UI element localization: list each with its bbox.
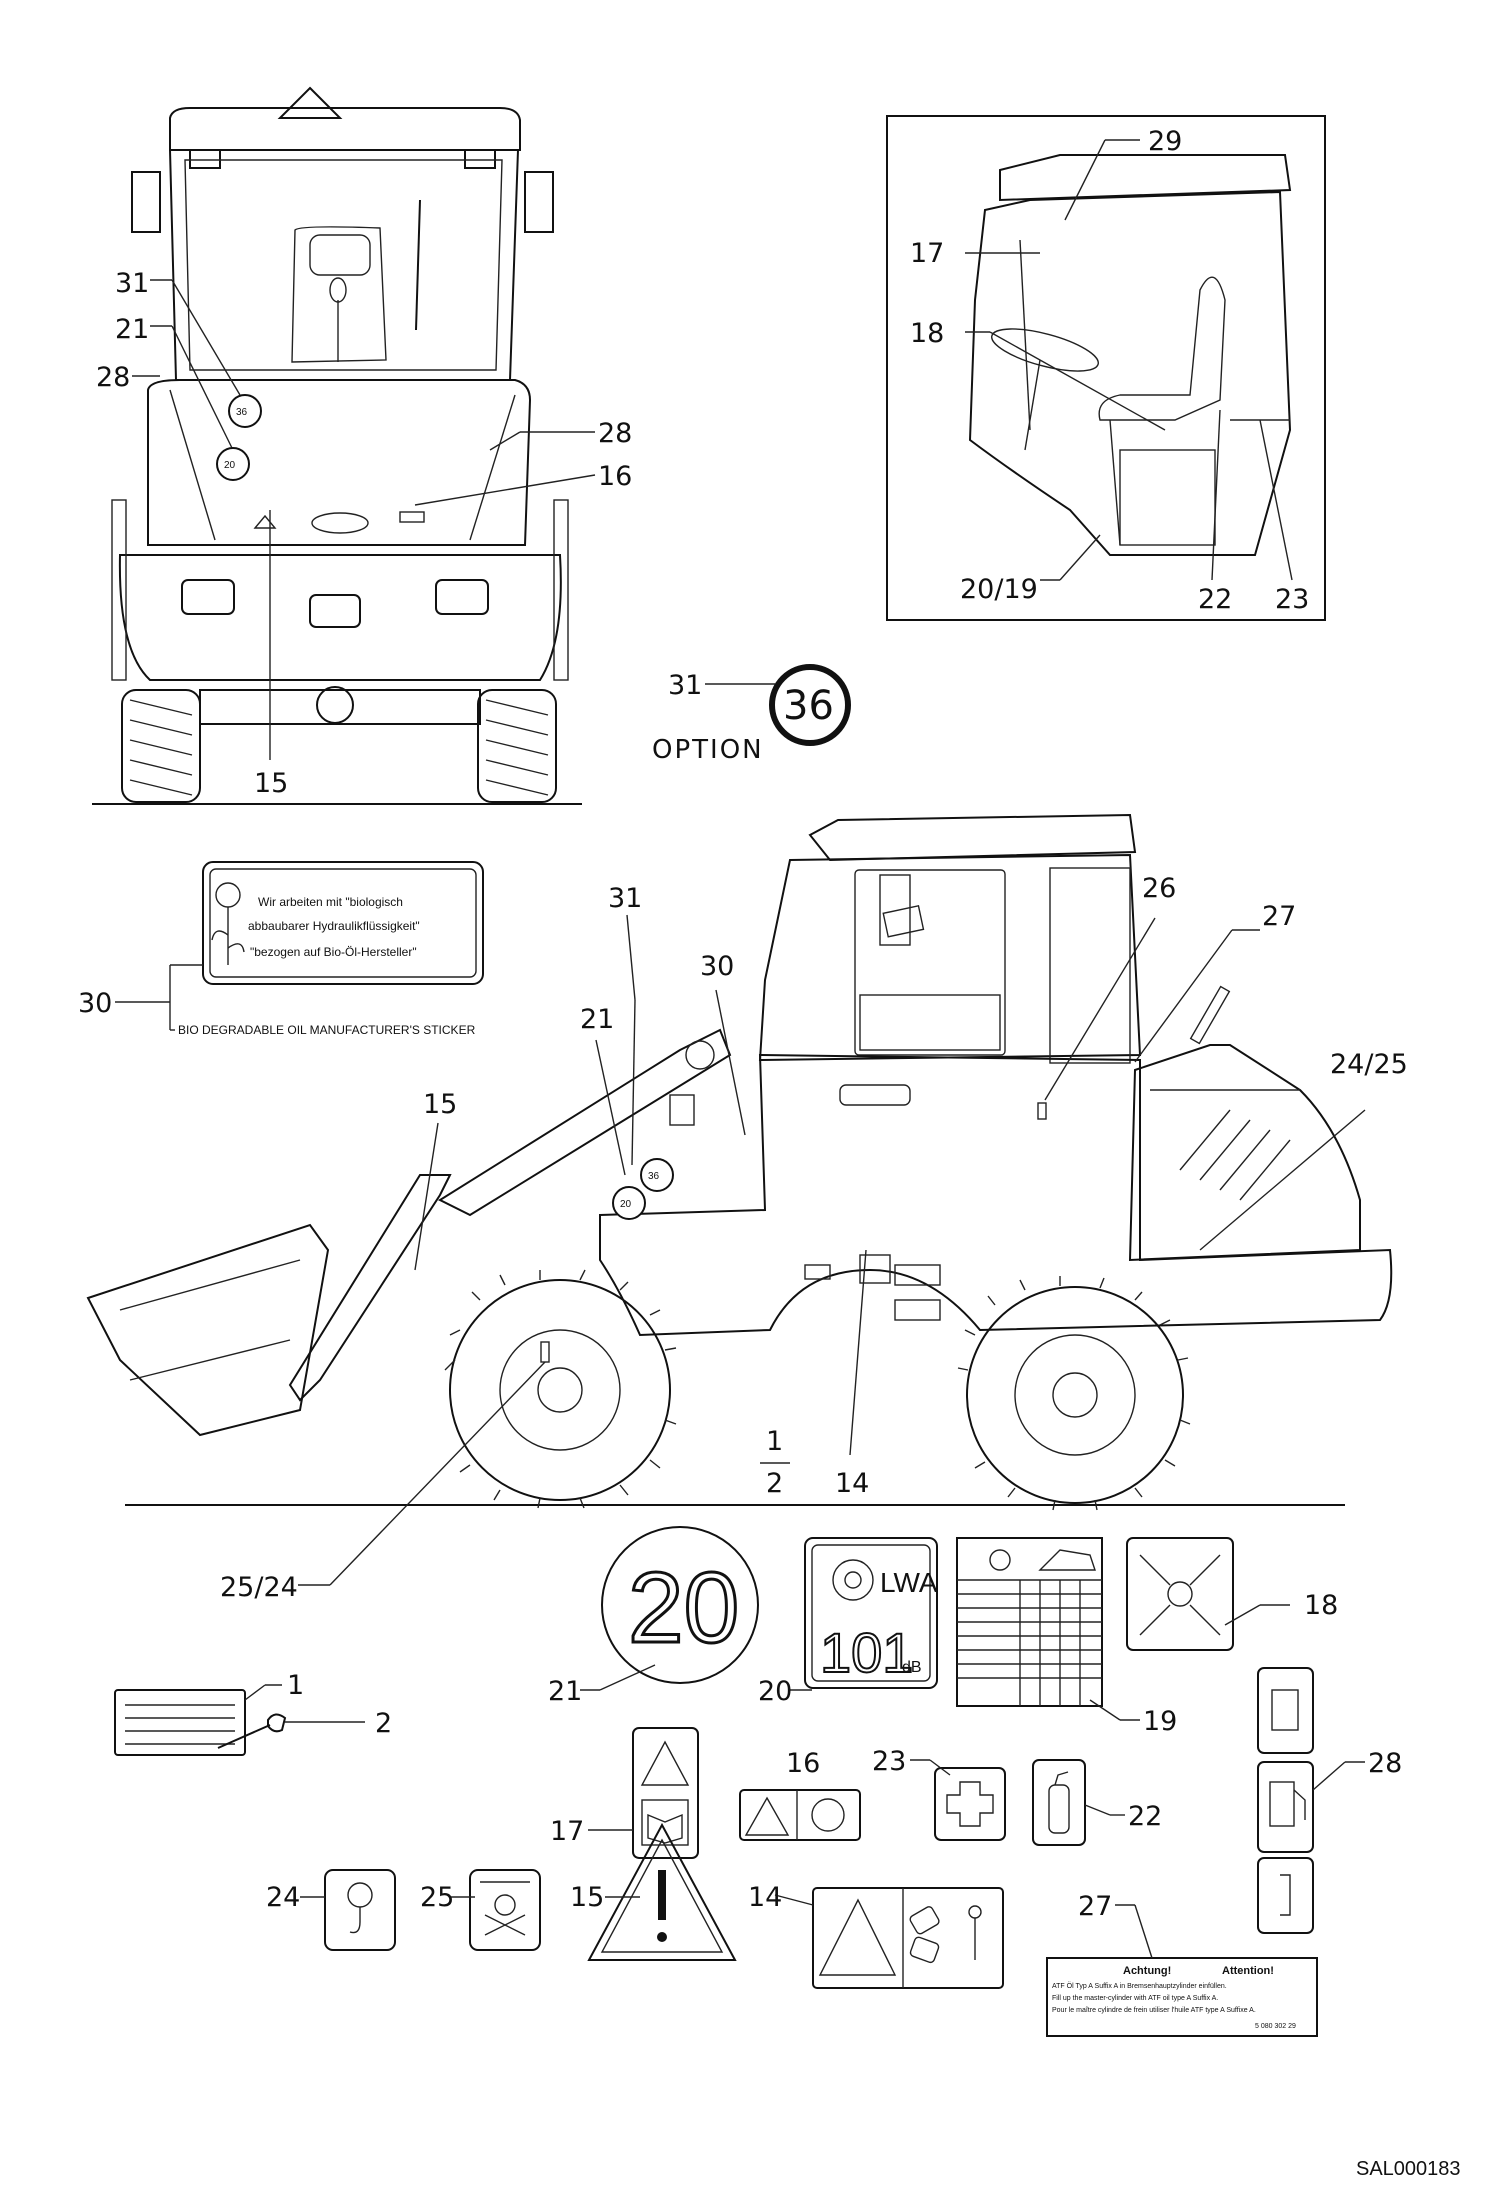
tie-down-sticker [450,1869,541,1951]
option-badge-36: 36 [783,683,834,729]
attention-title-de: Achtung! [1123,1965,1171,1977]
fluid-stickers [1257,1667,1365,1934]
first-aid-sticker [910,1759,1006,1841]
rear-label-28-right: 28 [598,418,632,449]
part-label-23: 23 [872,1746,906,1777]
cab-label-18: 18 [910,318,944,349]
part-label-14: 14 [748,1882,782,1913]
type-plate [114,1684,282,1756]
rear-label-16: 16 [598,461,632,492]
side-label-25-24: 25/24 [220,1572,298,1603]
option-callout-number: 31 [668,670,702,701]
option-callout [705,664,851,746]
side-badge-36-text: 36 [648,1171,660,1182]
side-label-27: 27 [1262,901,1296,932]
bio-sticker-line-3: "bezogen auf Bio-Öl-Hersteller" [250,945,417,959]
noise-lwa-label: LWA [880,1567,938,1598]
side-label-30-upper: 30 [700,951,734,982]
side-badge-20 [612,1186,646,1220]
rear-view-drawing [92,86,582,805]
part-label-25: 25 [420,1882,454,1913]
noise-value: 101 [820,1621,913,1684]
speed-limit-sign [580,1526,759,1691]
rear-badge-20 [216,447,250,481]
bio-sticker-line-2: abbaubarer Hydraulikflüssigkeit" [248,919,420,933]
side-view-drawing [86,813,1393,1586]
cab-label-17: 17 [910,238,944,269]
rear-label-21: 21 [115,314,149,345]
part-label-22: 22 [1128,1801,1162,1832]
part-label-16: 16 [786,1748,820,1779]
rear-badge-36-text: 36 [236,407,248,418]
part-label-21: 21 [548,1676,582,1707]
fan-warning-sticker [739,1789,861,1841]
side-label-31: 31 [608,883,642,914]
rear-badge-20-text: 20 [224,460,236,471]
extinguisher-sticker [1032,1759,1125,1846]
rivet [217,1713,365,1749]
bio-sticker-caption: BIO DEGRADABLE OIL MANUFACTURER'S STICKE… [178,1023,476,1037]
bio-oil-sticker [148,861,484,1031]
attention-line-3: Pour le maître cylindre de frein utilise… [1052,2007,1256,2014]
side-label-2: 2 [766,1468,783,1499]
danger-zone-sticker [774,1887,1004,1989]
cab-label-22: 22 [1198,584,1232,615]
part-label-24: 24 [266,1882,300,1913]
side-label-15: 15 [423,1089,457,1120]
part-label-2: 2 [375,1708,392,1739]
rear-label-28-left: 28 [96,362,130,393]
side-label-26: 26 [1142,873,1176,904]
bio-sticker-line-1: Wir arbeiten mit "biologisch [258,895,403,909]
side-label-14: 14 [835,1468,869,1499]
rear-label-31: 31 [115,268,149,299]
rear-label-15: 15 [254,768,288,799]
part-label-19: 19 [1143,1706,1177,1737]
attention-part-number: 5 080 302 29 [1255,2023,1296,2030]
drawing-id: SAL000183 [1356,2158,1461,2180]
side-label-21: 21 [580,1004,614,1035]
part-label-20: 20 [758,1676,792,1707]
controls-sticker [1126,1537,1290,1651]
part-label-27: 27 [1078,1891,1112,1922]
tyre-pressure-table [956,1537,1140,1721]
part-label-18: 18 [1304,1590,1338,1621]
part-label-17: 17 [550,1816,584,1847]
speed-limit-value: 20 [628,1552,739,1664]
part-label-15: 15 [570,1882,604,1913]
warning-triangle [587,1822,737,1961]
rear-badge-36 [228,394,262,428]
cab-label-29: 29 [1148,126,1182,157]
cab-inset-frame [886,115,1326,621]
cab-label-20-19: 20/19 [960,574,1038,605]
option-label: OPTION [652,735,764,765]
side-badge-20-text: 20 [620,1199,632,1210]
side-label-24-25: 24/25 [1330,1049,1408,1080]
rear-view-callouts [132,279,596,760]
attention-title-en: Attention! [1222,1965,1274,1977]
noise-unit: dB [902,1659,922,1676]
side-label-30: 30 [78,988,112,1019]
noise-level-sticker [790,1537,938,1691]
attention-sticker [1046,1904,1318,2037]
cab-label-23: 23 [1275,584,1309,615]
side-badge-36 [640,1158,674,1192]
side-label-1: 1 [766,1426,783,1457]
attention-line-1: ATF Öl Typ A Suffix A in Bremsenhauptzyl… [1052,1982,1227,1990]
attention-line-2: Fill up the master-cylinder with ATF oil… [1052,1995,1218,2002]
read-manual-sticker [588,1727,699,1859]
part-label-1: 1 [287,1670,304,1701]
part-label-28: 28 [1368,1748,1402,1779]
lifting-point-sticker [300,1869,396,1951]
